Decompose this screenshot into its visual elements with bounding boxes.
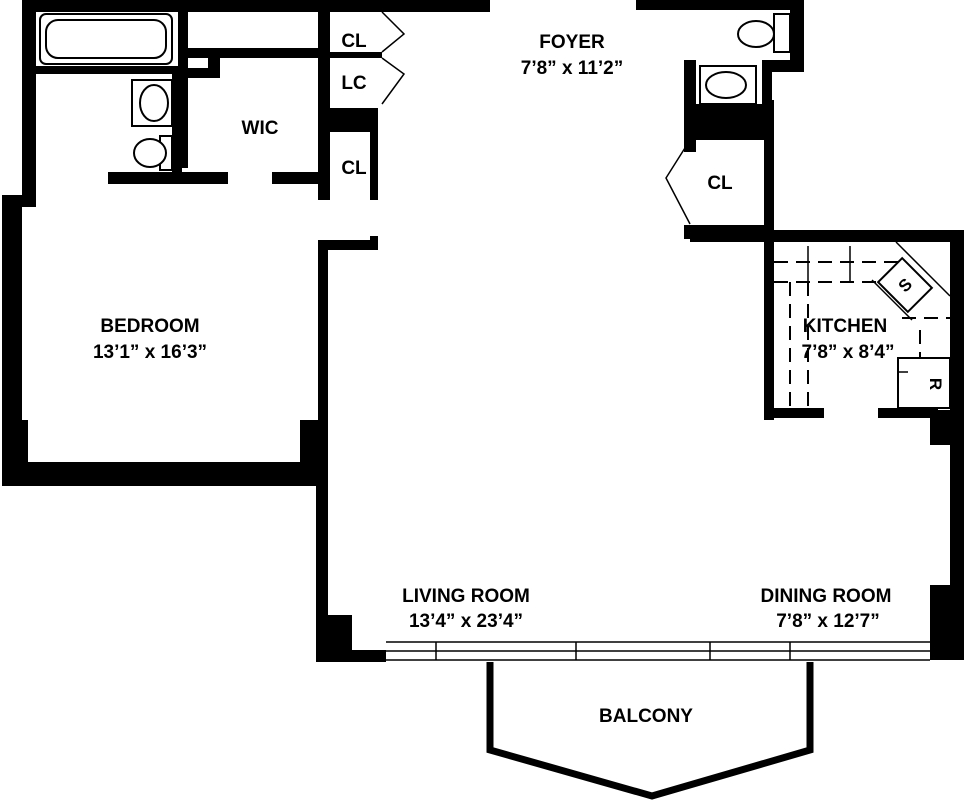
living-room-dims: 13’4” x 23’4” [409,611,523,632]
bedroom-dims: 13’1” x 16’3” [93,342,207,363]
balcony-label: BALCONY [599,706,693,727]
kitchen-dims: 7’8” x 8’4” [802,342,895,363]
bedroom-label: BEDROOM [100,316,199,337]
kitchen-sink-icon [876,256,934,314]
closet-label: CL [707,173,733,194]
dining-room-dims: 7’8” x 12’7” [776,611,880,632]
dining-room-label: DINING ROOM [761,586,892,607]
closet-doors [381,11,691,225]
toilet-icon [773,13,791,53]
linen-closet-label: LC [341,73,367,94]
kitchen-label: KITCHEN [803,316,887,337]
balcony-outline [486,662,814,800]
walls [2,0,964,662]
living-room-label: LIVING ROOM [402,586,530,607]
refrigerator-icon [897,357,951,409]
foyer-label: FOYER [539,32,605,53]
refrigerator-letter: R [926,378,945,390]
foyer-dims: 7’8” x 11’2” [521,58,623,79]
bath-fixtures [39,13,791,171]
labels: FOYER 7’8” x 11’2” BEDROOM 13’1” x 16’3”… [93,31,945,727]
closet-label: CL [341,31,367,52]
closet-label: CL [341,158,367,179]
kitchen-counters [774,241,951,409]
walk-in-closet-label: WIC [242,118,279,139]
windows [319,500,930,661]
